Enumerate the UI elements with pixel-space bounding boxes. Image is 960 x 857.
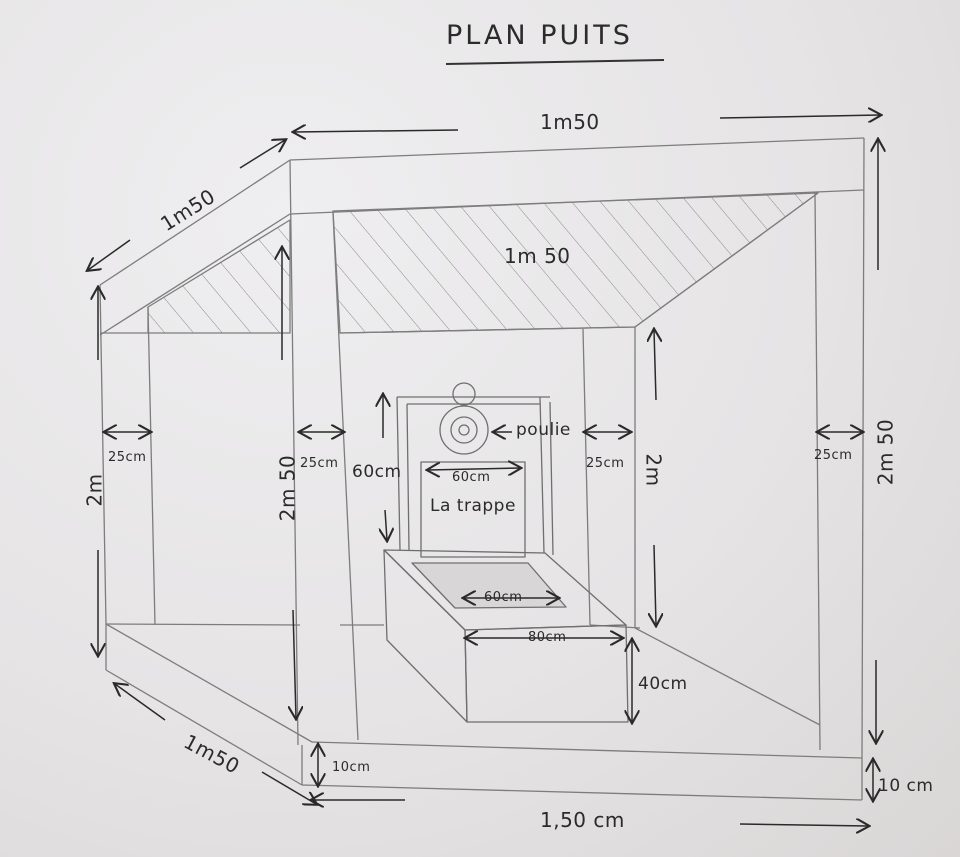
wall-inner-left-label: 25cm xyxy=(300,456,339,471)
trapdoor-width-label: 60cm xyxy=(452,470,491,485)
top-width-label: 1m50 xyxy=(540,110,600,134)
base-width-label: 1,50 cm xyxy=(540,808,625,832)
inner-height-label: 2m 50 xyxy=(275,454,300,522)
wall-left-label: 25cm xyxy=(108,450,147,465)
plan-title: PLAN PUITS xyxy=(446,20,633,51)
base-left-label: 10cm xyxy=(332,760,371,775)
base-plate xyxy=(105,624,863,801)
outer-frame xyxy=(99,137,865,759)
trapdoor-box xyxy=(383,549,629,723)
pulley-label: poulie xyxy=(516,420,571,440)
back-wall xyxy=(339,192,821,751)
box-width-label: 80cm xyxy=(528,630,567,645)
roof-hatched xyxy=(332,192,819,334)
base-right-label: 10 cm xyxy=(878,776,934,796)
front-post-left xyxy=(100,212,359,741)
roof-hatched-left xyxy=(147,219,291,334)
trapdoor-label: La trappe xyxy=(430,496,516,516)
right-height-label: 2m 50 xyxy=(873,418,898,486)
wall-right-label: 25cm xyxy=(814,448,853,463)
wall-inner-right-label: 25cm xyxy=(586,456,625,471)
opening-width-label: 60cm xyxy=(484,590,523,605)
title-underline xyxy=(445,59,665,65)
box-height-label: 40cm xyxy=(638,674,688,694)
floor xyxy=(105,623,863,759)
left-height-label: 2m xyxy=(82,473,107,507)
frame-height-label: 60cm xyxy=(352,462,402,482)
back-height-label: 2m xyxy=(641,453,666,487)
dimension-arrows xyxy=(88,115,880,826)
roof-label: 1m 50 xyxy=(504,244,571,268)
